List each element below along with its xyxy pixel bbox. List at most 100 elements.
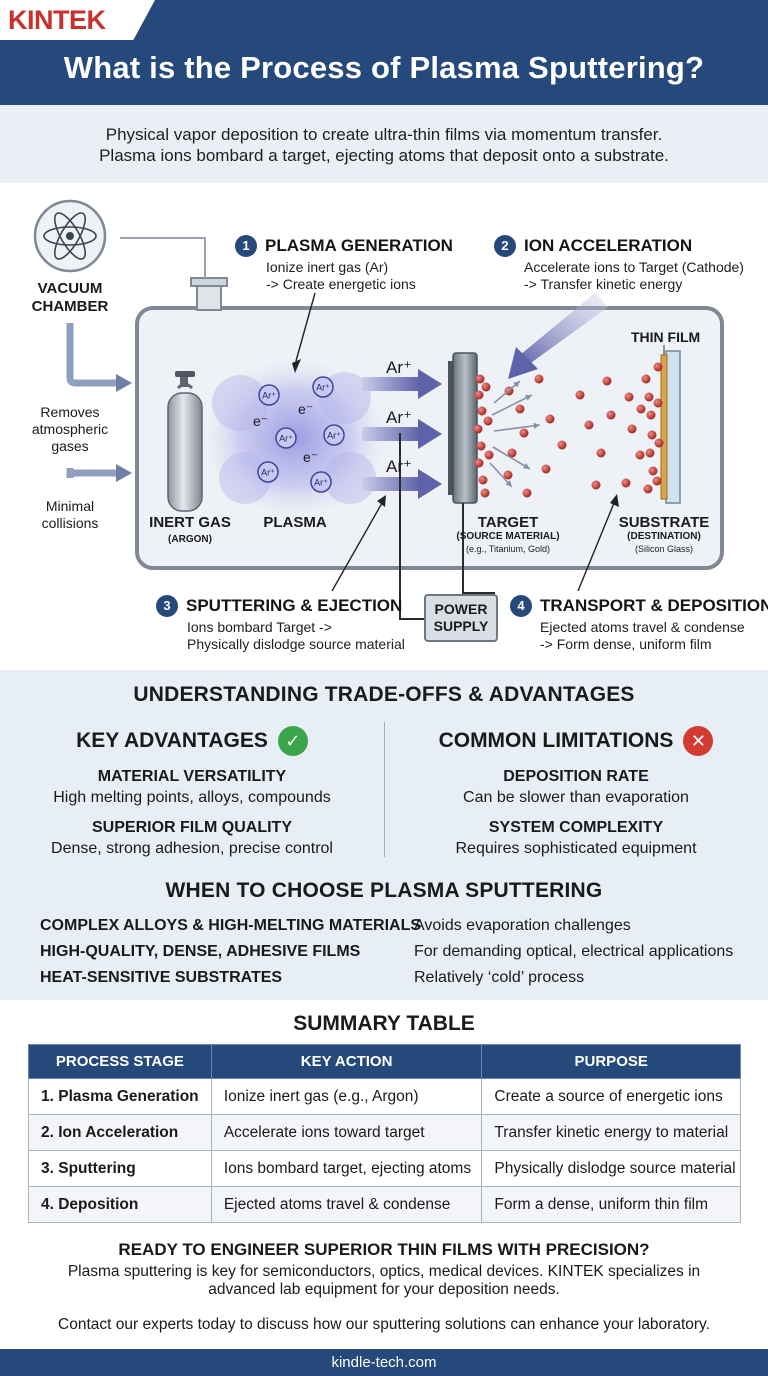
tradeoffs-section: UNDERSTANDING TRADE-OFFS & ADVANTAGES KE… [0, 670, 768, 1000]
sputtered-atom [541, 464, 551, 474]
removes-line-1: Removes [40, 404, 100, 420]
sputtered-atom [557, 440, 567, 450]
sputtered-atom [627, 424, 637, 434]
table-cell: 1. Plasma Generation [28, 1078, 212, 1115]
sputtered-atom [647, 430, 657, 440]
step-2-number: 2 [494, 235, 516, 257]
kintek-logo[interactable]: KINTEK [8, 5, 106, 35]
argon-ion: Ar⁺ [323, 424, 345, 446]
argon-ion-label: Ar⁺ [262, 391, 276, 401]
table-cell: 2. Ion Acceleration [28, 1114, 212, 1151]
electron-label: e⁻ [253, 413, 269, 429]
ejection-arrow [491, 394, 533, 416]
advantages-title: KEY ADVANTAGES [76, 729, 268, 752]
step-2-title: ION ACCELERATION [524, 236, 693, 255]
advantage-1-heading: MATERIAL VERSATILITY [97, 768, 287, 785]
ion-arrows [362, 369, 442, 499]
step-2-desc: Accelerate ions to Target (Cathode) -> T… [524, 259, 744, 293]
argon-ion: Ar⁺ [312, 376, 334, 398]
electron-label: e⁻ [303, 449, 319, 465]
acceleration-arrow [508, 293, 608, 379]
substrate-example: (Silicon Glass) [634, 544, 693, 554]
footer-url-link[interactable]: kindle-tech.com [331, 1354, 437, 1371]
limitation-2-heading: SYSTEM COMPLEXITY [488, 819, 664, 836]
thin-film-label: THIN FILM [631, 329, 701, 345]
inert-gas-title: INERT GAS [149, 514, 231, 531]
table-cell: Ions bombard target, ejecting atoms [210, 1150, 483, 1187]
sputtered-atom [503, 470, 513, 480]
cta-contact: Contact our experts today to discuss how… [58, 1316, 710, 1333]
callout-arrowhead-plasma [292, 359, 301, 373]
table-cell: 3. Sputtering [28, 1150, 212, 1187]
step-1-desc-line-2: -> Create energetic ions [266, 276, 416, 292]
inert-gas-label: INERT GAS (ARGON) [140, 514, 240, 548]
substrate-plate [660, 350, 681, 504]
sputtered-atom [474, 458, 484, 468]
chamber-port-cap [190, 277, 228, 287]
sputtered-atom [591, 480, 601, 490]
table-row: 2. Ion Acceleration Accelerate ions towa… [28, 1114, 741, 1151]
target-label: TARGET (SOURCE MATERIAL) (e.g., Titanium… [418, 514, 598, 555]
plasma-label: PLASMA [263, 514, 327, 531]
sputtered-atom [519, 428, 529, 438]
argon-ion: Ar⁺ [258, 384, 280, 406]
table-cell: Physically dislodge source material [481, 1150, 741, 1187]
sputtered-atom [654, 438, 664, 448]
sputtered-atom [507, 448, 517, 458]
callout-arrowhead-sputtering [377, 495, 386, 507]
choose-row-2-text: For demanding optical, electrical applic… [414, 943, 734, 960]
header-purpose: PURPOSE [481, 1044, 741, 1079]
table-row: 4. Deposition Ejected atoms travel & con… [28, 1186, 741, 1223]
power-supply-box [424, 594, 498, 642]
sputtered-atom [621, 478, 631, 488]
vacuum-line [120, 237, 206, 278]
argon-ion: Ar⁺ [257, 461, 279, 483]
table-row: 3. Sputtering Ions bombard target, eject… [28, 1150, 741, 1187]
removes-line-3: gases [51, 438, 89, 454]
sputtered-atom [641, 374, 651, 384]
step-4-desc-line-2: -> Form dense, uniform film [540, 636, 712, 652]
table-cell: Create a source of energetic ions [481, 1078, 741, 1115]
callout-line-sputtering [331, 502, 383, 592]
power-wire-target [462, 503, 495, 594]
logo-tab [0, 0, 155, 40]
argon-ion: Ar⁺ [275, 427, 297, 449]
removes-gases-arrowhead [116, 374, 132, 392]
column-divider [384, 722, 385, 857]
vacuum-label-line-1: VACUUM [37, 280, 103, 297]
table-cell: Transfer kinetic energy to material [481, 1114, 741, 1151]
step-2-heading: 2 ION ACCELERATION [494, 235, 692, 257]
table-cell: Ejected atoms travel & condense [210, 1186, 483, 1223]
limitation-1-text: Can be slower than evaporation [463, 789, 689, 806]
sputtered-atom [644, 392, 654, 402]
x-icon: ✕ [683, 726, 714, 756]
choose-row-3-text: Relatively ‘cold’ process [414, 969, 585, 986]
ion-label-2: Ar⁺ [386, 408, 412, 427]
choose-row-3-heading: HEAT-SENSITIVE SUBSTRATES [40, 969, 283, 986]
step-1-desc-line-1: Ionize inert gas (Ar) [266, 259, 389, 275]
tradeoffs-title: UNDERSTANDING TRADE-OFFS & ADVANTAGES [133, 683, 635, 706]
ion-label-1: Ar⁺ [386, 358, 412, 377]
vacuum-chamber-label: VACUUM CHAMBER [22, 280, 118, 316]
callout-line-plasma [295, 292, 316, 362]
sputtered-atom [575, 390, 585, 400]
step-3-desc: Ions bombard Target -> Physically dislod… [187, 619, 405, 653]
table-header-row: PROCESS STAGE KEY ACTION PURPOSE [28, 1044, 741, 1079]
cta-heading: READY TO ENGINEER SUPERIOR THIN FILMS WI… [118, 1240, 650, 1259]
limitations-heading: COMMON LIMITATIONS ✕ [439, 726, 714, 756]
sputtered-atom [646, 410, 656, 420]
minimal-line-2: collisions [41, 515, 99, 531]
argon-ion: Ar⁺ [310, 471, 332, 493]
plasma-cloud [203, 358, 387, 518]
sputtered-atom [606, 410, 616, 420]
sputtered-atom [481, 382, 491, 392]
choose-row-2-heading: HIGH-QUALITY, DENSE, ADHESIVE FILMS [40, 943, 361, 960]
minimal-collisions-arrow [66, 468, 118, 479]
cta-text-line-1: Plasma sputtering is key for semiconduct… [67, 1263, 701, 1280]
table-cell: Ionize inert gas (e.g., Argon) [210, 1078, 483, 1115]
sputtered-atom [480, 488, 490, 498]
removes-line-2: atmospheric [31, 421, 109, 437]
step-3-title: SPUTTERING & EJECTION [186, 596, 403, 615]
choose-row-1-text: Avoids evaporation challenges [414, 917, 631, 934]
